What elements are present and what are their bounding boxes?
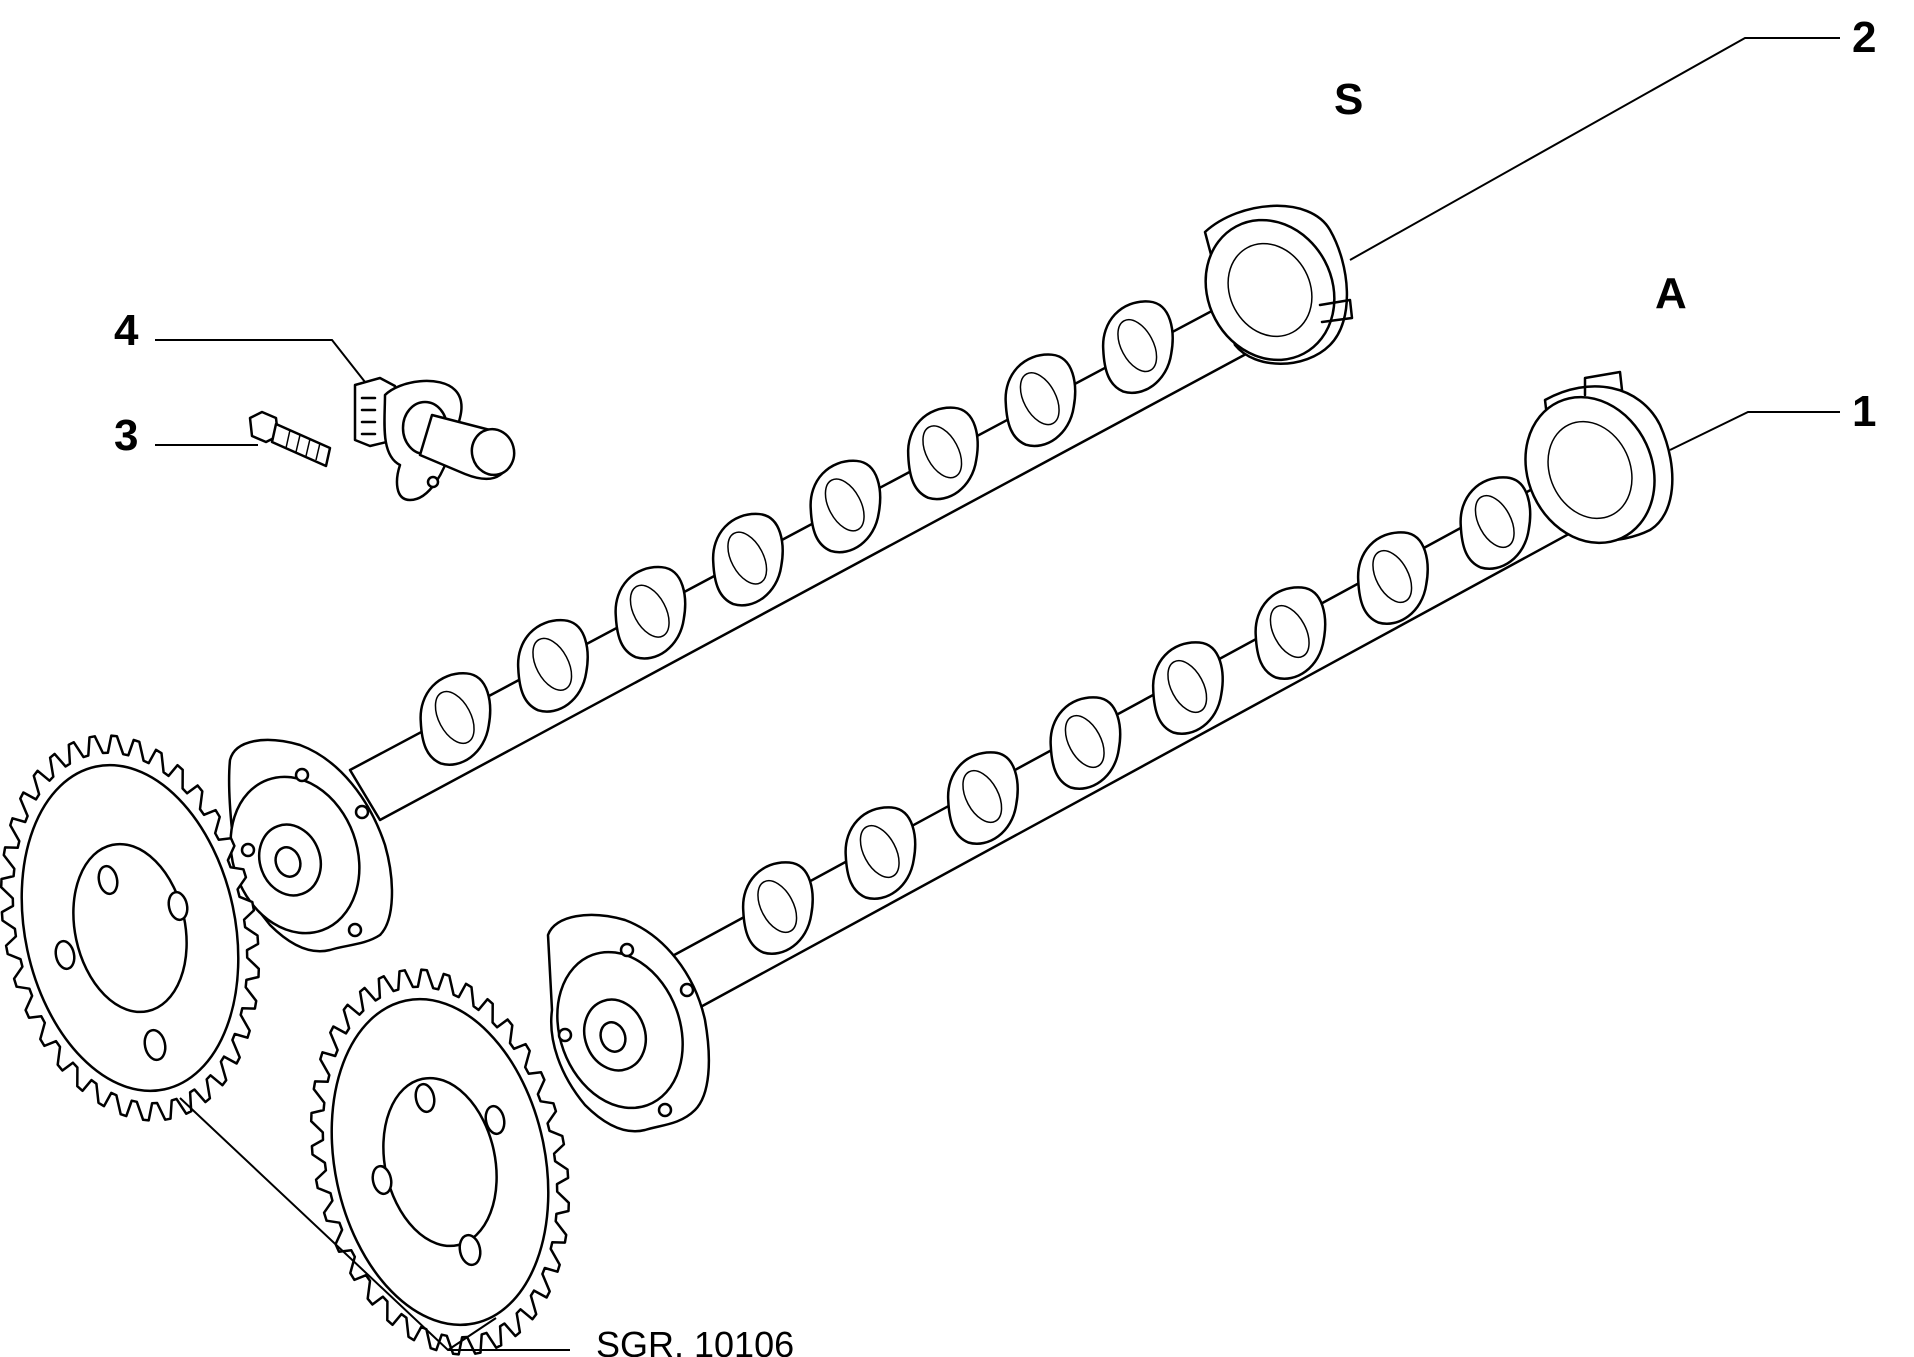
intake-camshaft-rear-end xyxy=(1524,370,1674,545)
intake-camshaft-journal xyxy=(1372,549,1413,604)
callout-2: 2 xyxy=(1852,13,1876,62)
intake-camshaft-journal xyxy=(1064,714,1105,769)
intake-camshaft-front-flange xyxy=(546,913,711,1133)
exhaust-camshaft-journal xyxy=(1019,372,1060,426)
leader-lines xyxy=(155,37,1840,1351)
sensor-bolt xyxy=(248,410,332,468)
shaft-label-a: A xyxy=(1655,269,1687,318)
exhaust-camshaft-journal xyxy=(824,478,865,532)
exhaust-camshaft-journal xyxy=(922,425,963,479)
intake-camshaft xyxy=(546,370,1674,1133)
intake-sprocket xyxy=(309,968,571,1356)
intake-camshaft-journal xyxy=(757,879,798,934)
exhaust-camshaft-journal xyxy=(727,531,768,585)
callout-4: 4 xyxy=(114,306,139,355)
intake-camshaft-journal xyxy=(1474,494,1515,549)
exhaust-camshaft-journal xyxy=(629,584,670,638)
intake-camshaft-journal xyxy=(962,769,1003,824)
intake-camshaft-journal xyxy=(1167,659,1208,714)
callout-1: 1 xyxy=(1852,387,1876,436)
shaft-label-s: S xyxy=(1334,75,1363,124)
leader-1 xyxy=(1669,411,1840,451)
camshaft-position-sensor xyxy=(353,376,516,502)
intake-camshaft-journal xyxy=(1269,604,1310,659)
exhaust-sprocket xyxy=(0,734,261,1122)
exhaust-camshaft xyxy=(227,204,1354,953)
exhaust-camshaft-front-flange xyxy=(227,738,394,953)
exhaust-camshaft-rear-end xyxy=(1203,204,1354,365)
exhaust-camshaft-journal xyxy=(434,690,475,745)
exhaust-camshaft-journal xyxy=(532,637,573,691)
callout-3: 3 xyxy=(114,411,138,460)
leader-4 xyxy=(155,339,366,383)
reference-label: SGR. 10106 xyxy=(596,1324,794,1357)
intake-camshaft-journal xyxy=(859,824,900,879)
leader-2 xyxy=(1349,37,1840,261)
leader-ref-2 xyxy=(447,1317,497,1351)
exhaust-camshaft-journal xyxy=(1117,318,1158,373)
